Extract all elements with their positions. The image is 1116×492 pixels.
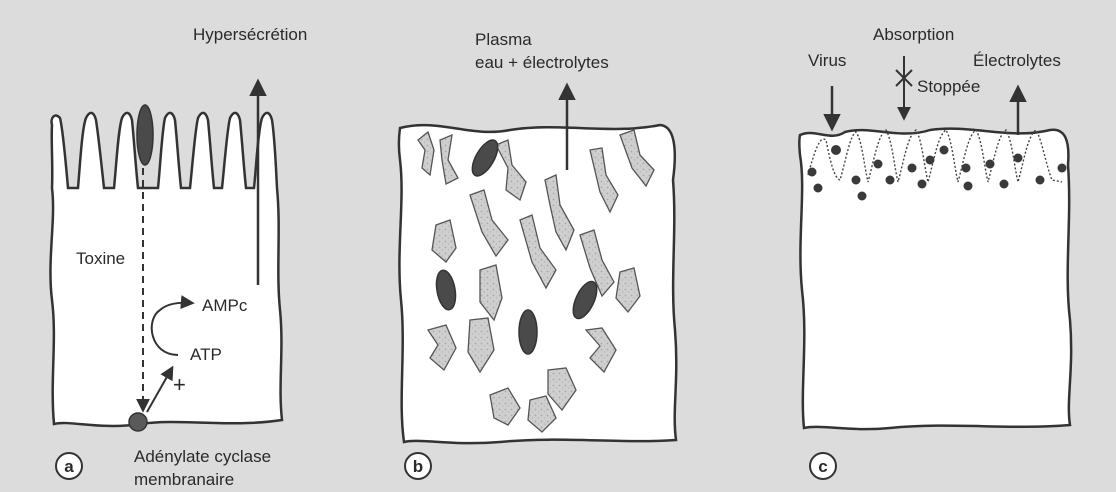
label-hypersecretion: Hypersécrétion [193,25,307,44]
label-toxine: Toxine [76,249,125,268]
adenylate-cyclase-dot [129,413,147,431]
label-eau-electrolytes: eau + électrolytes [475,53,609,72]
label-adenylate-line2: membranaire [134,470,234,489]
label-atp: ATP [190,345,222,364]
panel-a-letter: a [64,457,74,476]
label-virus: Virus [808,51,846,70]
panel-c: Absorption Virus Stoppée Électrolytes c [799,25,1071,479]
panel-b-letter-badge: b [405,453,431,479]
panel-a-dark-cell [137,105,153,165]
label-absorption: Absorption [873,25,954,44]
label-electrolytes: Électrolytes [973,51,1061,70]
panel-c-letter-badge: c [810,453,836,479]
panel-b-dark-cell-3 [519,310,537,354]
panel-c-tissue [799,129,1071,430]
panel-b-letter: b [413,457,423,476]
label-stoppee: Stoppée [917,77,980,96]
panel-a-letter-badge: a [56,453,82,479]
label-plasma: Plasma [475,30,532,49]
label-ampc: AMPc [202,296,248,315]
label-adenylate-line1: Adénylate cyclase [134,447,271,466]
panel-a: Hypersécrétion Toxine AMPc ATP + Adényla… [50,25,307,489]
panel-c-letter: c [818,457,827,476]
label-plus: + [173,372,186,397]
panel-b: Plasma eau + électrolytes b [399,30,676,479]
